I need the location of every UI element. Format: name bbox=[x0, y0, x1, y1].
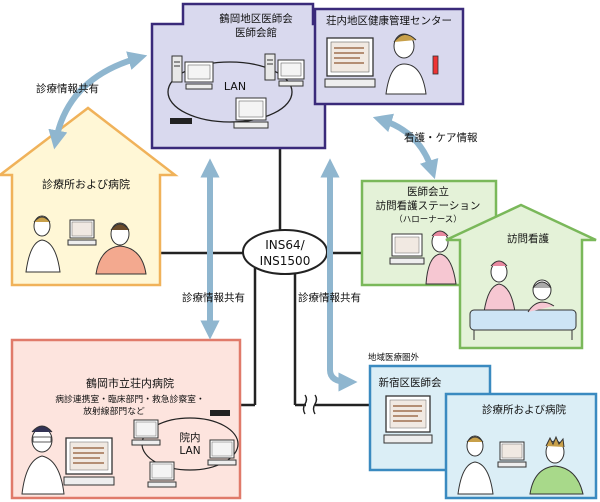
share-mid-left-label: 診療情報共有 bbox=[182, 291, 245, 304]
arrow-share-mid-right bbox=[320, 158, 358, 392]
lan-label: LAN bbox=[224, 80, 246, 93]
shinjuku-title: 新宿区医師会 bbox=[379, 376, 442, 389]
share-mid-right-label: 診療情報共有 bbox=[298, 291, 361, 304]
router-icon bbox=[170, 118, 192, 124]
doctor-icon bbox=[457, 435, 494, 495]
computer-icon bbox=[324, 37, 376, 88]
nurse-icon bbox=[425, 230, 457, 285]
ins-hub: INS64/ INS1500 bbox=[242, 229, 328, 275]
patient-icon bbox=[95, 222, 147, 275]
computer-icon bbox=[171, 55, 214, 90]
home-nursing-label: 訪問看護 bbox=[507, 232, 549, 245]
computer-icon bbox=[67, 219, 97, 246]
hospital-dept-2: 放射線部門など bbox=[83, 405, 145, 417]
doctor-icon bbox=[385, 33, 439, 95]
nursing-line1: 医師会立 bbox=[407, 185, 449, 198]
hospital-lan-1: 院内 bbox=[180, 431, 201, 444]
association-title-2: 医師会館 bbox=[235, 26, 277, 39]
outside-region-label: 地域医療圏外 bbox=[368, 352, 420, 363]
hub-line1: INS64/ bbox=[265, 238, 305, 252]
computer-icon bbox=[383, 395, 433, 444]
medical-association-building: 鶴岡地区医師会 医師会館 LAN bbox=[150, 2, 327, 150]
computer-icon bbox=[233, 97, 269, 129]
nurse-icon bbox=[483, 260, 516, 313]
doctor-icon bbox=[21, 425, 65, 495]
shinjuku-area: 地域医療圏外 新宿区医師会 診療所および病院 bbox=[368, 352, 598, 500]
hospital-dept-1: 病診連携室・臨床部門・救急診察室・ bbox=[55, 393, 205, 405]
arrow-nursing-care bbox=[372, 113, 439, 180]
hospital-box: 鶴岡市立荘内病院 病診連携室・臨床部門・救急診察室・ 放射線部門など 院内 LA… bbox=[10, 338, 242, 500]
arrows bbox=[48, 51, 439, 392]
association-title-1: 鶴岡地区医師会 bbox=[219, 12, 293, 25]
shinjuku-clinic-label: 診療所および病院 bbox=[482, 403, 566, 416]
patient-icon bbox=[529, 435, 584, 495]
computer-icon bbox=[207, 439, 237, 466]
home-nursing-house: 訪問看護 bbox=[445, 203, 597, 350]
clinic-house-top: 診療所および病院 bbox=[0, 106, 179, 287]
clinic-top-label: 診療所および病院 bbox=[42, 177, 130, 191]
hub-line2: INS1500 bbox=[260, 254, 311, 268]
computer-icon bbox=[147, 461, 177, 488]
router-icon bbox=[210, 410, 230, 416]
hospital-title: 鶴岡市立荘内病院 bbox=[86, 376, 174, 390]
computer-icon bbox=[131, 419, 161, 446]
patient-bed-icon bbox=[469, 279, 577, 340]
hospital-lan-2: LAN bbox=[179, 445, 200, 457]
nursing-line3: （ハローナース） bbox=[394, 214, 462, 225]
health-center-label: 荘内地区健康管理センター bbox=[326, 14, 452, 27]
doctor-icon bbox=[25, 215, 61, 273]
computer-icon bbox=[63, 437, 115, 486]
lan-ring bbox=[167, 61, 293, 123]
share-top-left-label: 診療情報共有 bbox=[36, 82, 99, 95]
arrow-share-top-left bbox=[48, 51, 148, 150]
computer-icon bbox=[497, 441, 527, 468]
nursing-care-label: 看護・ケア情報 bbox=[404, 131, 478, 144]
computer-icon bbox=[389, 233, 425, 265]
health-center-box: 荘内地区健康管理センター bbox=[313, 7, 465, 106]
computer-icon bbox=[264, 53, 305, 87]
nursing-line2: 訪問看護ステーション bbox=[376, 199, 481, 212]
break-mark bbox=[302, 394, 318, 415]
